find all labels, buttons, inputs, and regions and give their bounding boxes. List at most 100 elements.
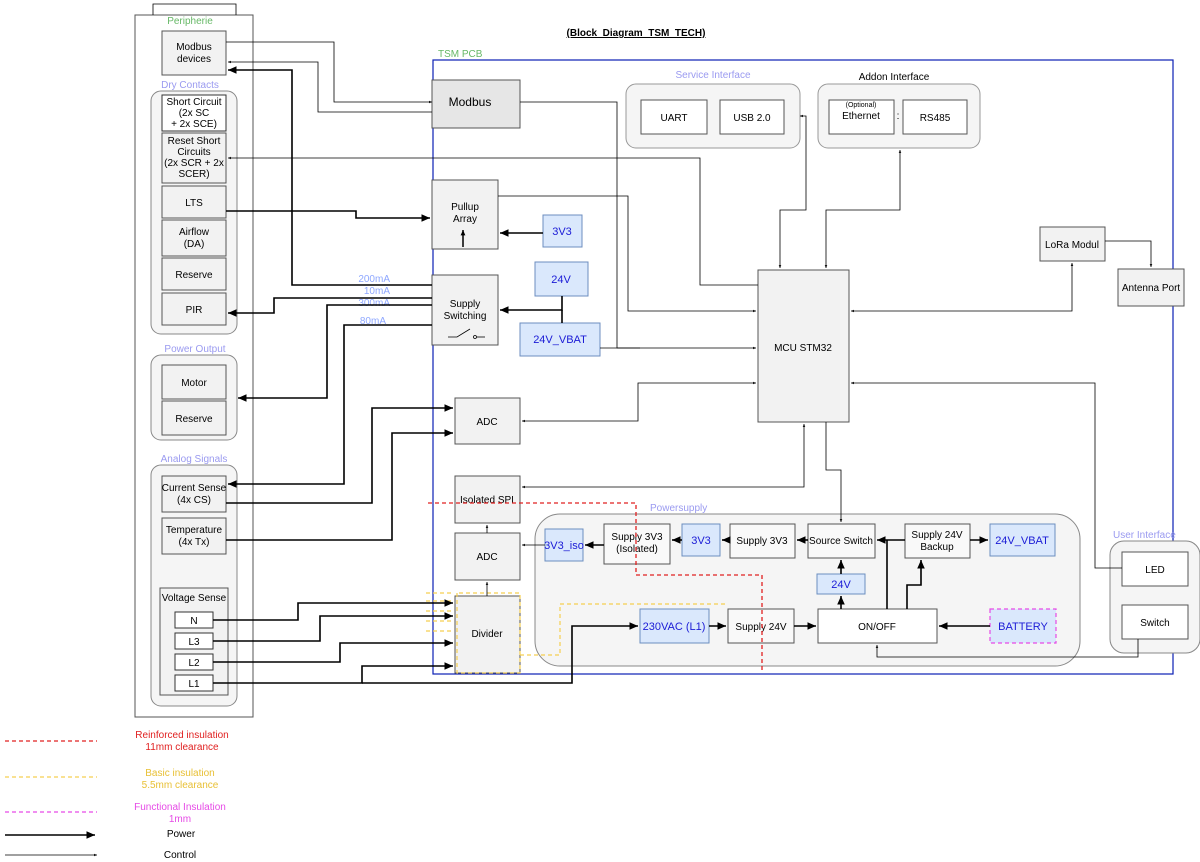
airflow-box bbox=[161, 219, 227, 257]
isolated-spi-label: Isolated SPI bbox=[460, 495, 514, 506]
supply-24v-backup-label-1: Supply 24V bbox=[911, 530, 962, 541]
tsm-pcb-frame bbox=[432, 59, 1174, 675]
reserve-po-label: Reserve bbox=[175, 414, 213, 425]
powersupply-label: Powersupply bbox=[650, 503, 707, 514]
v24-vbat-top-box bbox=[519, 322, 601, 357]
temperature-label-1: Temperature bbox=[166, 525, 223, 536]
vac-label: 230VAC (L1) bbox=[643, 621, 706, 633]
connections bbox=[152, 3, 1153, 684]
v3v3-iso-box bbox=[544, 528, 584, 562]
v24-vbat-ps-box bbox=[989, 523, 1056, 557]
reset-short-label-1: Reset Short bbox=[168, 136, 221, 147]
ethernet-optional-label: (Optional) bbox=[846, 102, 877, 109]
uart-label: UART bbox=[660, 113, 687, 124]
rs485-label: RS485 bbox=[920, 113, 951, 124]
v24-vbat-top-label: 24V_VBAT bbox=[533, 334, 587, 346]
analog-signals-label: Analog Signals bbox=[161, 454, 228, 465]
led-box bbox=[1121, 551, 1189, 587]
switch-box bbox=[1121, 604, 1189, 640]
diagram-title: (Block_Diagram_TSM_TECH) bbox=[567, 28, 706, 39]
temperature-box bbox=[161, 517, 227, 555]
short-circuit-label-3: + 2x SCE) bbox=[171, 119, 217, 130]
usb-label: USB 2.0 bbox=[733, 113, 771, 124]
supply-24v-backup-label-2: Backup bbox=[920, 542, 954, 553]
supply-3v3-iso-label-1: Supply 3V3 bbox=[611, 532, 663, 543]
adc-bottom-box bbox=[454, 532, 521, 581]
isolated-spi-box bbox=[454, 475, 521, 524]
supply-switching-label-1: Supply bbox=[450, 299, 481, 310]
modbus-devices-label-2: devices bbox=[177, 54, 211, 65]
legend-basic-label-2: 5.5mm clearance bbox=[142, 780, 219, 791]
reserve-po-box bbox=[161, 400, 227, 436]
divider-label: Divider bbox=[471, 629, 503, 640]
switch-symbol-icon bbox=[448, 328, 485, 339]
adc-bottom-label: ADC bbox=[476, 552, 497, 563]
supply-3v3-box bbox=[729, 523, 796, 559]
v3v3-ps-box bbox=[681, 523, 721, 557]
temperature-label-2: (4x Tx) bbox=[179, 537, 210, 548]
pir-label: PIR bbox=[186, 305, 203, 316]
v24-ps-label: 24V bbox=[831, 579, 851, 591]
on-off-label: ON/OFF bbox=[858, 622, 896, 633]
user-interface-label: User Interface bbox=[1113, 530, 1176, 541]
legend-reinforced-label-2: 11mm clearance bbox=[145, 742, 219, 753]
reset-short-label-4: SCER) bbox=[178, 169, 209, 180]
supply-3v3-label: Supply 3V3 bbox=[736, 536, 788, 547]
v24-top-label: 24V bbox=[551, 274, 571, 286]
lora-box bbox=[1039, 226, 1106, 262]
addon-colon: : bbox=[897, 111, 900, 122]
source-switch-box bbox=[807, 523, 876, 559]
reserve-dc-label: Reserve bbox=[175, 270, 213, 281]
airflow-label-2: (DA) bbox=[184, 239, 205, 250]
modbus-devices-label-1: Modbus bbox=[176, 42, 212, 53]
reinforced-insulation-line bbox=[428, 502, 763, 672]
legend-functional-label-2: 1mm bbox=[169, 814, 191, 825]
current-300ma: 300mA bbox=[358, 298, 390, 309]
motor-label: Motor bbox=[181, 378, 207, 389]
short-circuit-box bbox=[161, 94, 227, 132]
tsm-pcb-label: TSM PCB bbox=[438, 49, 483, 60]
switch-label: Switch bbox=[1140, 618, 1169, 629]
pir-box bbox=[161, 292, 227, 326]
legend-power-label: Power bbox=[167, 829, 196, 840]
supply-3v3-iso-label-2: (Isolated) bbox=[616, 544, 658, 555]
motor-box bbox=[161, 364, 227, 400]
uart-box bbox=[640, 99, 708, 135]
service-interface-label: Service Interface bbox=[675, 70, 750, 81]
pullup-label-2: Array bbox=[453, 214, 477, 225]
short-circuit-label-2: (2x SC bbox=[179, 108, 210, 119]
l3-label: L3 bbox=[188, 637, 200, 648]
modbus-block-label: Modbus bbox=[449, 95, 492, 109]
current-10ma: 10mA bbox=[364, 286, 390, 297]
v3v3-iso-label: 3V3_iso bbox=[544, 540, 584, 552]
v3v3-pullup-label: 3V3 bbox=[552, 226, 572, 238]
l2-label: L2 bbox=[188, 658, 200, 669]
addon-interface-label: Addon Interface bbox=[859, 72, 930, 83]
airflow-label-1: Airflow bbox=[179, 227, 210, 238]
v24-vbat-ps-label: 24V_VBAT bbox=[995, 535, 1049, 547]
l1-label: L1 bbox=[188, 679, 200, 690]
led-label: LED bbox=[1145, 565, 1164, 576]
battery-label: BATTERY bbox=[998, 621, 1048, 633]
v3v3-pullup-box bbox=[542, 214, 583, 248]
supply-switching-label-2: Switching bbox=[444, 311, 487, 322]
lora-label: LoRa Modul bbox=[1045, 240, 1099, 251]
current-200ma: 200mA bbox=[358, 274, 390, 285]
supply-3v3-iso-box bbox=[603, 523, 671, 565]
ethernet-box bbox=[828, 99, 895, 135]
supply-24v-label: Supply 24V bbox=[735, 622, 786, 633]
reserve-dc-box bbox=[161, 257, 227, 291]
rs485-box bbox=[902, 99, 968, 135]
antenna-box bbox=[1117, 268, 1185, 307]
battery-box bbox=[989, 608, 1057, 644]
modbus-block bbox=[431, 79, 521, 129]
supply-24v-backup-box bbox=[904, 523, 971, 559]
current-sense-label-2: (4x CS) bbox=[177, 495, 211, 506]
on-off-box bbox=[817, 608, 938, 644]
v3v3-ps-label: 3V3 bbox=[691, 535, 711, 547]
supply-switching-box bbox=[431, 274, 499, 346]
divider-box bbox=[454, 595, 521, 674]
reset-short-box bbox=[161, 132, 227, 184]
power-output-label: Power Output bbox=[164, 344, 225, 355]
ethernet-label: Ethernet bbox=[842, 111, 880, 122]
